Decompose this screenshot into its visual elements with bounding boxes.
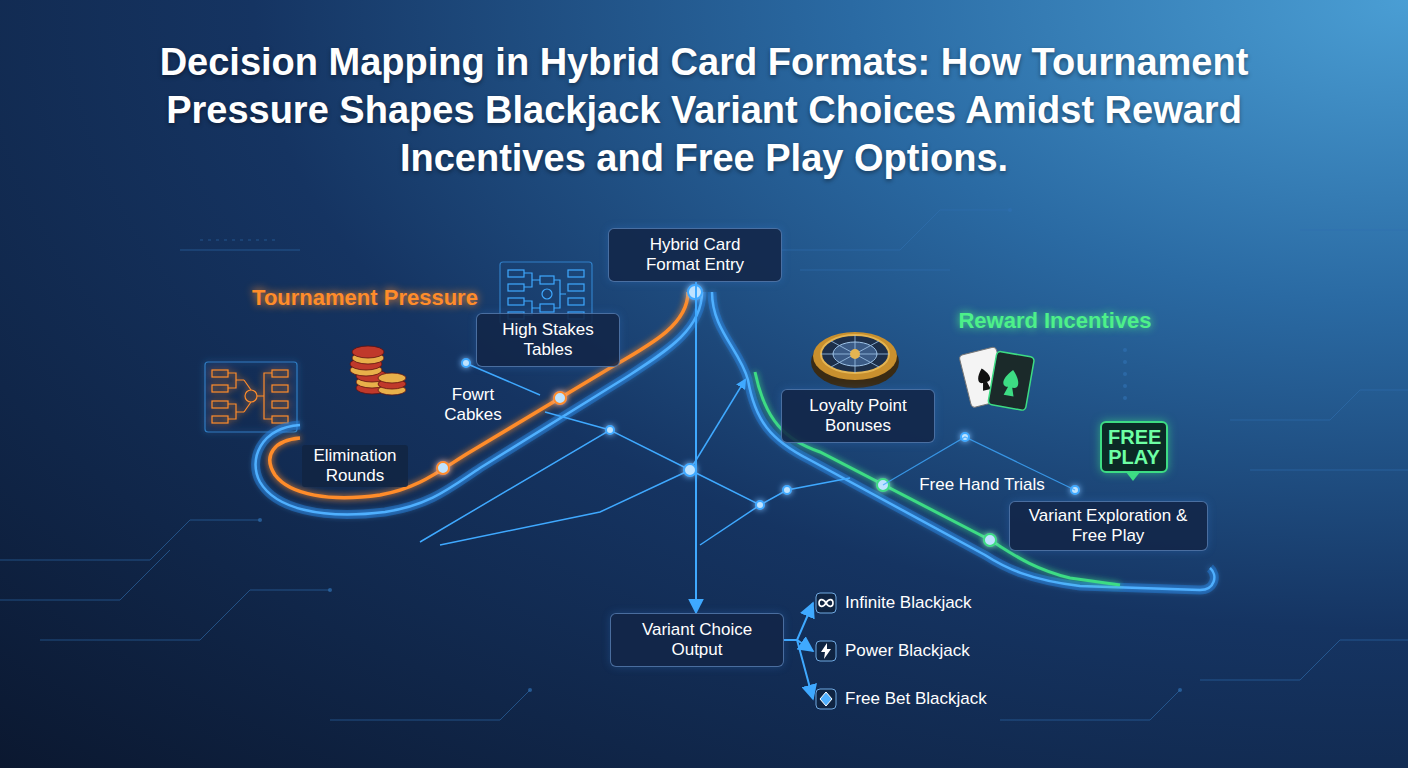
flow-arrow (784, 640, 813, 699)
free-play-badge: FREE PLAY (1100, 421, 1168, 473)
stage-label: Fowrt Cabkes (443, 385, 503, 425)
node-text: Hybrid Card Format Entry (621, 235, 769, 275)
node-text: Power Blackjack (845, 640, 970, 662)
variant-icon (815, 640, 837, 662)
diagram-title: Decision Mapping in Hybrid Card Formats:… (94, 38, 1314, 182)
variant-icon (815, 592, 837, 614)
variant-icon (815, 688, 837, 710)
node-text: Variant Choice Output (623, 620, 771, 660)
group-label: Reward Incentives (958, 308, 1151, 333)
stage-box: Variant Exploration & Free Play (1009, 501, 1208, 551)
variant-item: Infinite Blackjack (815, 590, 972, 616)
group-label: Tournament Pressure (252, 285, 478, 310)
entry-box: Hybrid Card Format Entry (608, 228, 782, 282)
node-text: High Stakes Tables (489, 320, 607, 360)
output-box: Variant Choice Output (610, 613, 784, 667)
flow-arrow (784, 603, 813, 640)
node-text: Variant Exploration & Free Play (1020, 506, 1197, 546)
flow-arrow (695, 282, 697, 613)
stage-box: High Stakes Tables (476, 313, 620, 367)
variant-item: Power Blackjack (815, 638, 970, 664)
stage-label: Elimination Rounds (302, 445, 408, 487)
stage-label: Free Hand Trials (919, 475, 1045, 495)
stage-box: Loyalty Point Bonuses (781, 389, 935, 443)
node-text: Free Bet Blackjack (845, 688, 987, 710)
node-text: FREE PLAY (1108, 427, 1160, 467)
variant-item: Free Bet Blackjack (815, 686, 987, 712)
node-text: Loyalty Point Bonuses (794, 396, 922, 436)
node-text: Infinite Blackjack (845, 592, 972, 614)
